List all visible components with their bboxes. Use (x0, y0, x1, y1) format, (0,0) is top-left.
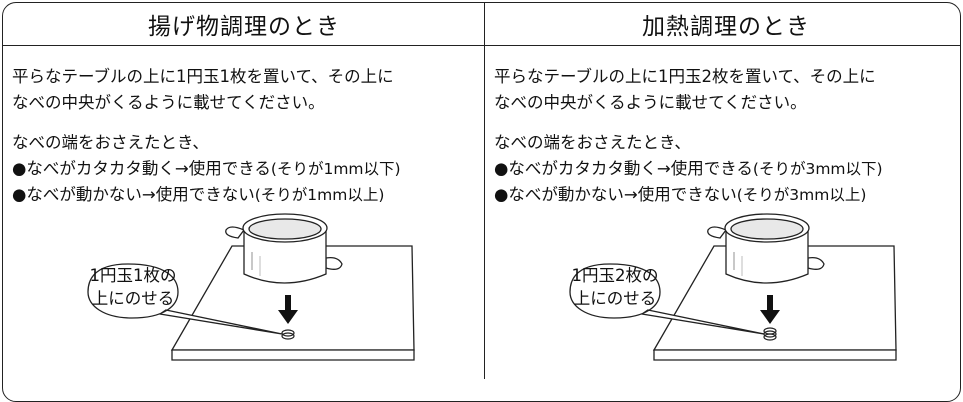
callout-bubble (569, 263, 765, 335)
bullet-usable-main: ●なべがカタカタ動く→使用できる (494, 159, 753, 178)
column-heading: 加熱調理のとき (642, 13, 810, 40)
column-divider (484, 2, 485, 379)
bullet-usable-note: (そりが3mm以下) (752, 160, 883, 178)
instruction-paragraph: 平らなテーブルの上に1円玉1枚を置いて、その上に なべの中央がくるように載せてく… (12, 64, 394, 116)
callout-line-2: 上にのせる (573, 289, 657, 308)
coin-icon (763, 333, 777, 341)
instruction-line-2: なべの中央がくるように載せてください。 (12, 93, 325, 112)
callout-line-1: 1円玉1枚の (89, 266, 177, 285)
instruction-paragraph: 平らなテーブルの上に1円玉2枚を置いて、その上に なべの中央がくるように載せてく… (494, 64, 876, 116)
callout-bubble (87, 263, 283, 335)
bullet-usable-main: ●なべがカタカタ動く→使用できる (12, 159, 271, 178)
bullet-usable: ●なべがカタカタ動く→使用できる(そりが1mm以下) (12, 156, 401, 182)
column-heating-cooking: 加熱調理のとき 平らなテーブルの上に1円玉2枚を置いて、その上に なべの中央がく… (486, 2, 963, 379)
header-divider (2, 45, 961, 46)
down-arrow-icon (767, 295, 773, 312)
column-fried-cooking: 揚げ物調理のとき 平らなテーブルの上に1円玉1枚を置いて、その上に なべの中央が… (4, 2, 484, 379)
bullet-unusable-note: (そりが1mm以上) (254, 186, 385, 204)
pot-handle-right (807, 256, 825, 270)
callout-text: 1円玉1枚の 上にのせる (84, 264, 182, 310)
instruction-line-1: 平らなテーブルの上に1円玉1枚を置いて、その上に (12, 67, 394, 86)
bullet-unusable-main: ●なべが動かない→使用できない (12, 185, 255, 204)
pot-handle-left (707, 226, 728, 239)
bullet-unusable: ●なべが動かない→使用できない(そりが1mm以上) (12, 182, 384, 208)
pot-handle-left (225, 226, 246, 239)
bullet-unusable: ●なべが動かない→使用できない(そりが3mm以上) (494, 182, 866, 208)
bullet-usable-note: (そりが1mm以下) (270, 160, 401, 178)
pot-illustration (243, 227, 327, 284)
callout-line-1: 1円玉2枚の (571, 266, 659, 285)
down-arrow-icon (285, 295, 291, 312)
pot-on-coin-illustration (569, 213, 897, 361)
bullet-unusable-note: (そりが3mm以上) (736, 186, 867, 204)
column-heading: 揚げ物調理のとき (148, 13, 340, 40)
callout-line-2: 上にのせる (91, 289, 175, 308)
callout-text: 1円玉2枚の 上にのせる (566, 264, 664, 310)
instruction-line-1: 平らなテーブルの上に1円玉2枚を置いて、その上に (494, 67, 876, 86)
pot-handle-right (325, 256, 343, 270)
bullet-unusable-main: ●なべが動かない→使用できない (494, 185, 737, 204)
instruction-line-2: なべの中央がくるように載せてください。 (494, 93, 807, 112)
bullet-usable: ●なべがカタカタ動く→使用できる(そりが3mm以下) (494, 156, 883, 182)
pot-on-coin-illustration (87, 213, 415, 361)
press-edge-line: なべの端をおさえたとき、 (494, 133, 691, 152)
pot-illustration (725, 227, 809, 284)
press-edge-line: なべの端をおさえたとき、 (12, 133, 209, 152)
